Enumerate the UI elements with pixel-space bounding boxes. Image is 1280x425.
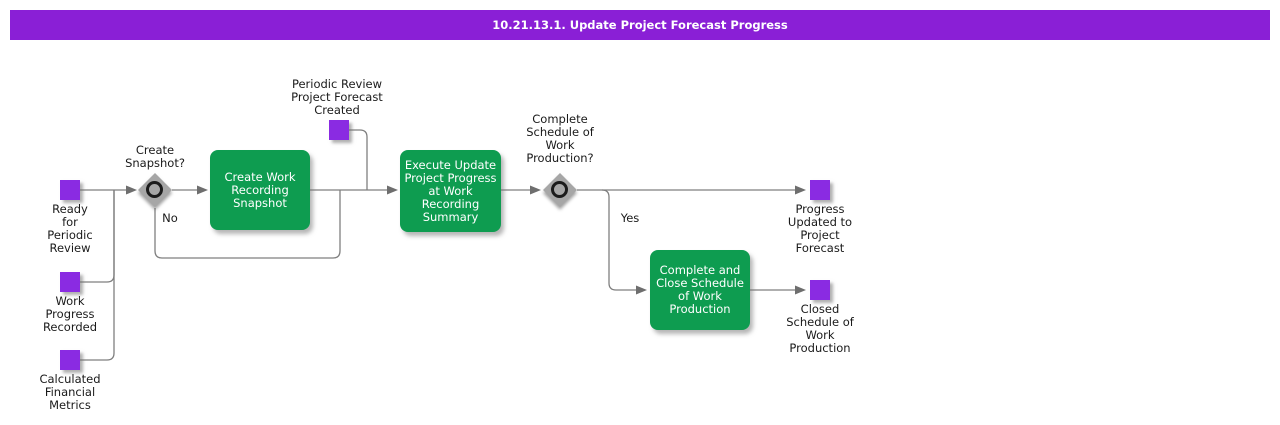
edge-yes-branch [601, 189, 636, 291]
task-complete-and-close-schedule[interactable]: Complete and Close Schedule of Work Prod… [650, 250, 750, 330]
arrowhead [126, 185, 137, 195]
task-execute-update-project-progress[interactable]: Execute Update Project Progress at Work … [400, 150, 501, 232]
arrowhead [530, 185, 541, 195]
label-work-progress-recorded: Work Progress Recorded [42, 294, 98, 334]
event-calculated-financial-metrics[interactable] [60, 350, 80, 370]
label-ready-for-periodic-review: Ready for Periodic Review [47, 202, 93, 255]
arrowhead [795, 285, 806, 295]
arrowhead [636, 285, 647, 295]
diagram-title: 10.21.13.1. Update Project Forecast Prog… [492, 18, 788, 32]
task-create-work-recording-snapshot[interactable]: Create Work Recording Snapshot [210, 150, 310, 230]
arrowhead [387, 185, 398, 195]
label-closed-schedule-of-work-production: Closed Schedule of Work Production [786, 302, 854, 355]
gateway-circle-icon [146, 181, 163, 198]
edge-no-loop [154, 190, 341, 259]
arrowhead [197, 185, 208, 195]
label-branch-no: No [162, 211, 178, 225]
label-periodic-review-project-forecast-created: Periodic Review Project Forecast Created [291, 77, 383, 117]
label-progress-updated-to-project-forecast: Progress Updated to Project Forecast [787, 202, 853, 255]
label-gateway-create-snapshot: Create Snapshot? [125, 143, 185, 170]
label-branch-yes: Yes [620, 211, 640, 225]
event-work-progress-recorded[interactable] [60, 272, 80, 292]
diagram-title-bar: 10.21.13.1. Update Project Forecast Prog… [10, 10, 1270, 40]
label-calculated-financial-metrics: Calculated Financial Metrics [39, 372, 101, 412]
arrowhead [795, 185, 806, 195]
gateway-circle-icon [551, 181, 568, 198]
event-progress-updated-to-project-forecast[interactable] [810, 180, 830, 200]
label-gateway-complete-schedule: Complete Schedule of Work Production? [526, 112, 594, 165]
edge-calculated-join [80, 190, 115, 361]
event-periodic-review-project-forecast-created[interactable] [329, 120, 349, 140]
event-ready-for-periodic-review[interactable] [60, 180, 80, 200]
event-closed-schedule-of-work-production[interactable] [810, 280, 830, 300]
edge-periodic-event-join [349, 129, 368, 190]
